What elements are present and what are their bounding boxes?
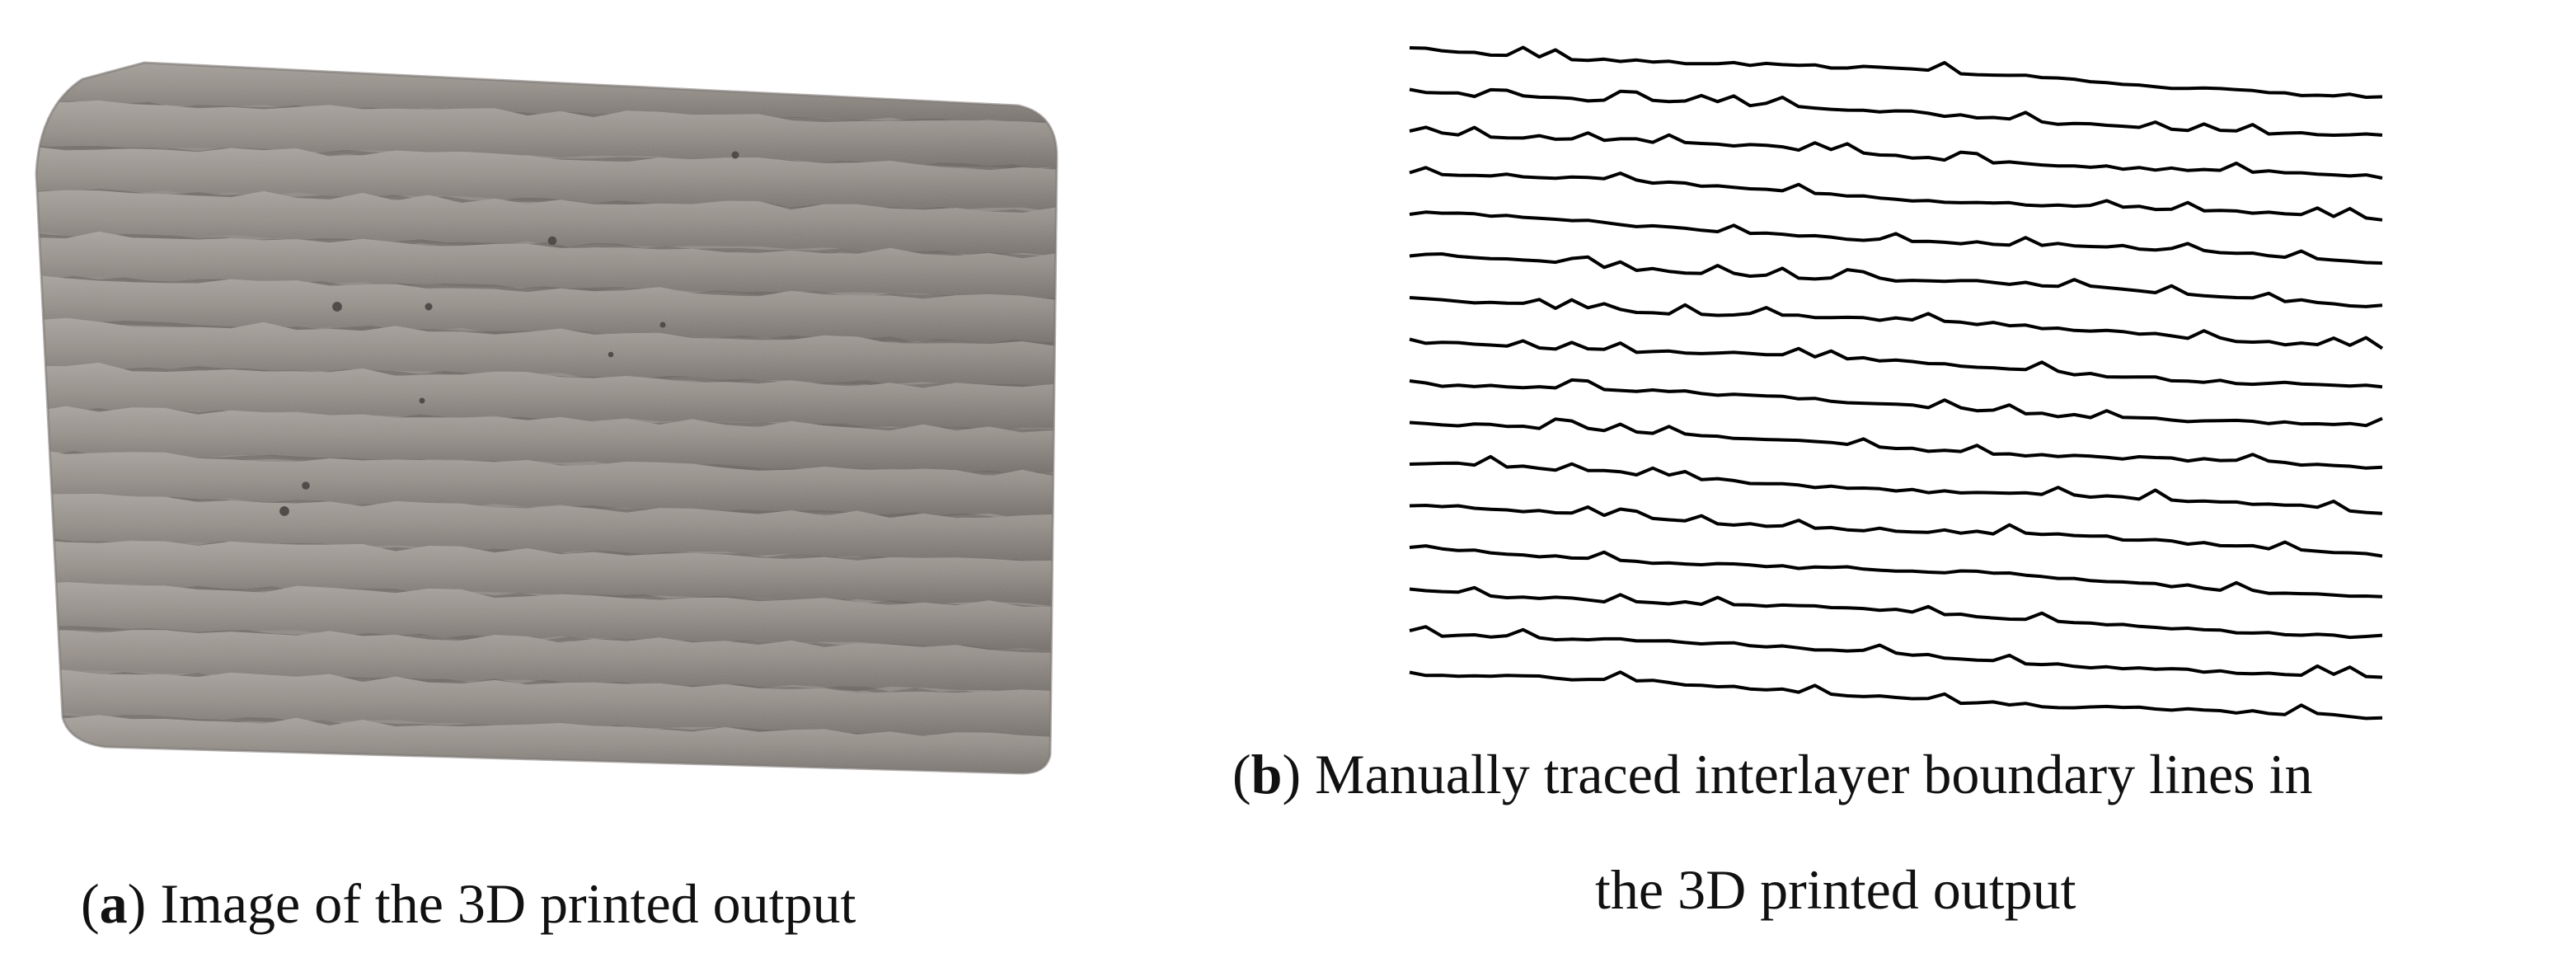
caption-a: (a) Image of the 3D printed output (81, 872, 856, 935)
boundary-line (1409, 378, 2383, 428)
boundary-line (1409, 45, 2383, 99)
caption-b-text-1: Manually traced interlayer boundary line… (1315, 743, 2313, 805)
boundary-line (1409, 125, 2383, 180)
boundary-line (1409, 210, 2383, 265)
boundary-line (1409, 454, 2383, 515)
caption-a-text: Image of the 3D printed output (160, 872, 856, 935)
caption-a-letter: a (99, 872, 128, 935)
caption-b-letter: b (1250, 743, 1283, 805)
caption-b-line2: the 3D printed output (1595, 858, 2076, 921)
boundary-line (1409, 670, 2383, 721)
block-texture (36, 63, 1057, 773)
printed-output-image (35, 61, 1058, 775)
panel-b: (b) Manually traced interlayer boundary … (1154, 0, 2576, 972)
panel-a: (a) Image of the 3D printed output (0, 0, 1088, 972)
boundary-line (1409, 417, 2383, 470)
caption-b-line1: (b) Manually traced interlayer boundary … (1232, 743, 2313, 805)
boundary-line (1409, 504, 2383, 558)
boundary-line (1409, 252, 2383, 308)
boundary-line (1409, 585, 2383, 640)
boundary-line (1409, 544, 2383, 599)
boundary-line (1409, 337, 2383, 389)
printed-block (36, 63, 1057, 773)
boundary-line (1409, 87, 2383, 137)
traced-boundary-lines (1409, 45, 2384, 721)
boundary-line (1409, 625, 2383, 679)
boundary-line (1409, 296, 2384, 350)
boundary-line (1409, 166, 2383, 222)
block-outline (35, 61, 1058, 775)
